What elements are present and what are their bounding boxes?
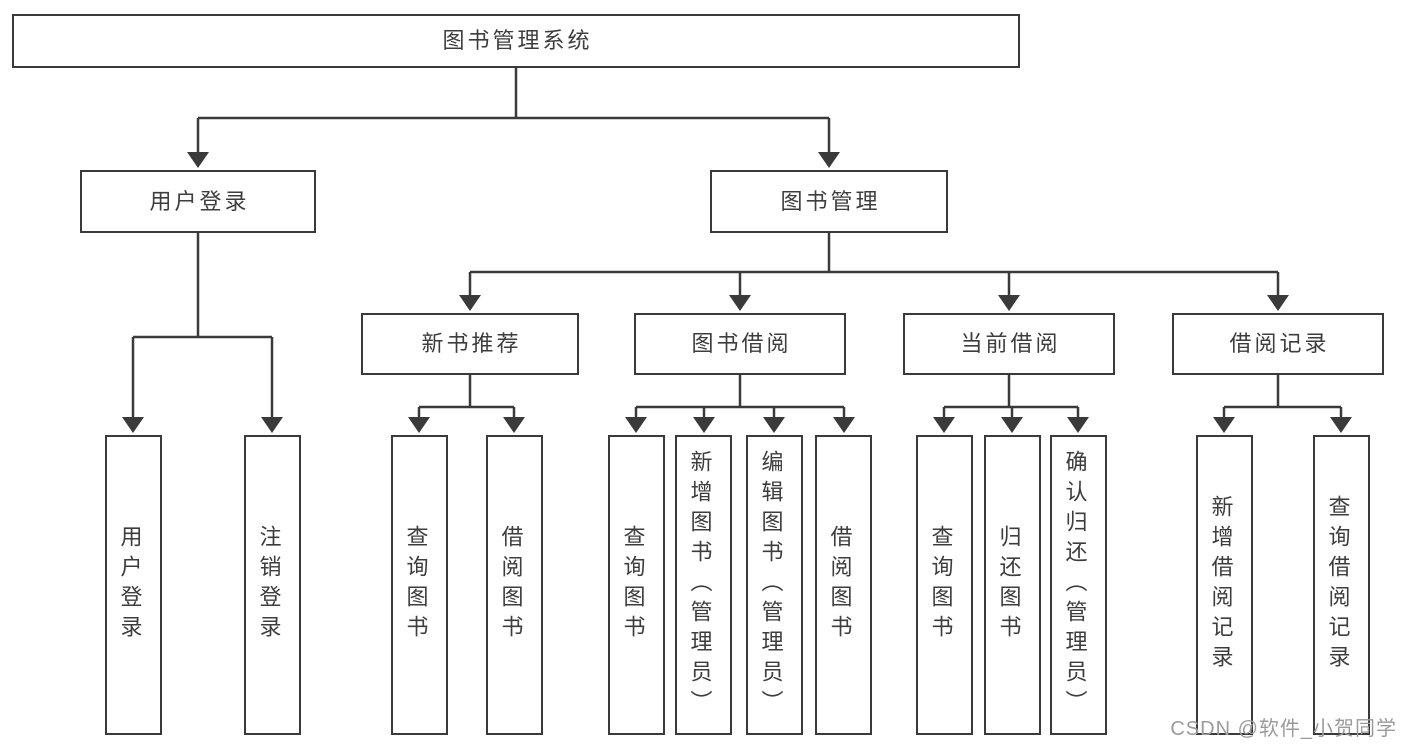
node-user-login: 用户登录 [80, 170, 316, 233]
node-book-management: 图书管理 [710, 170, 948, 233]
leaf-borrow-books-recommend: 借阅图书 [486, 435, 543, 735]
leaf-label: 确认归还（管理员） [1062, 450, 1088, 720]
leaf-borrow-books: 借阅图书 [815, 435, 872, 735]
leaf-label: 查询借阅记录 [1325, 495, 1351, 675]
node-current-borrow: 当前借阅 [903, 313, 1115, 375]
leaf-label: 借阅图书 [827, 525, 853, 645]
node-borrow-records: 借阅记录 [1172, 313, 1384, 375]
leaf-label: 编辑图书（管理员） [758, 450, 784, 720]
leaf-label: 注销登录 [256, 525, 282, 645]
leaf-query-books-current: 查询图书 [916, 435, 973, 735]
leaf-add-books-admin: 新增图书（管理员） [675, 435, 732, 735]
leaf-query-books-recommend: 查询图书 [391, 435, 448, 735]
leaf-query-books-borrow: 查询图书 [608, 435, 665, 735]
leaf-label: 查询图书 [403, 525, 429, 645]
leaf-confirm-return-admin: 确认归还（管理员） [1050, 435, 1107, 735]
leaf-add-borrow-record: 新增借阅记录 [1196, 435, 1253, 735]
leaf-user-login: 用户登录 [105, 435, 162, 735]
leaf-query-borrow-record: 查询借阅记录 [1313, 435, 1370, 735]
leaf-label: 查询图书 [928, 525, 954, 645]
leaf-label: 归还图书 [996, 525, 1022, 645]
leaf-label: 借阅图书 [498, 525, 524, 645]
node-new-book-recommend: 新书推荐 [361, 313, 579, 375]
leaf-label: 用户登录 [117, 525, 143, 645]
leaf-edit-books-admin: 编辑图书（管理员） [746, 435, 803, 735]
leaf-label: 查询图书 [620, 525, 646, 645]
leaf-label: 新增图书（管理员） [687, 450, 713, 720]
leaf-logout: 注销登录 [244, 435, 301, 735]
node-root-system: 图书管理系统 [12, 14, 1020, 68]
node-book-borrow: 图书借阅 [634, 313, 846, 375]
leaf-return-books: 归还图书 [984, 435, 1041, 735]
csdn-watermark: CSDN @软件_小贺同学 [1170, 718, 1397, 740]
leaf-label: 新增借阅记录 [1208, 495, 1234, 675]
